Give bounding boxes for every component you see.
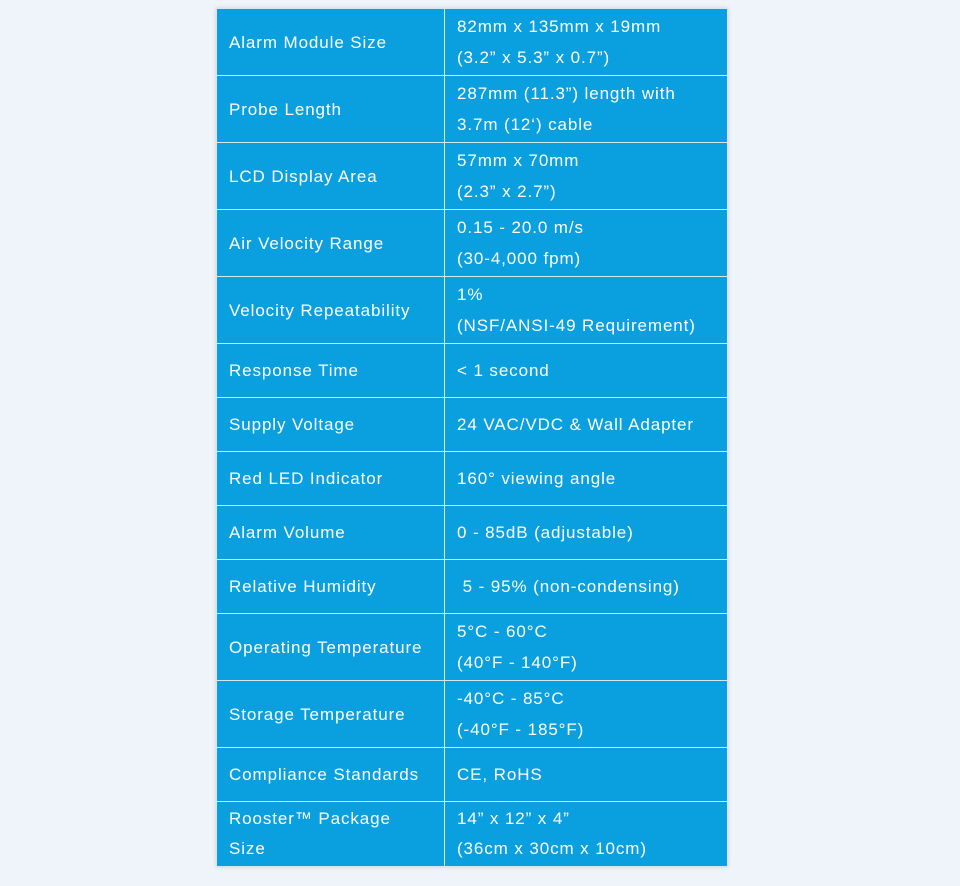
spec-value: -40°C - 85°C(-40°F - 185°F) <box>444 680 728 748</box>
spec-row-velocity-repeatability: Velocity Repeatability 1%(NSF/ANSI-49 Re… <box>216 276 728 344</box>
spec-label: Air Velocity Range <box>216 209 445 277</box>
spec-label: Operating Temperature <box>216 613 445 681</box>
spec-value: 57mm x 70mm(2.3” x 2.7”) <box>444 142 728 210</box>
spec-row-operating-temperature: Operating Temperature 5°C - 60°C(40°F - … <box>216 613 728 681</box>
spec-label: LCD Display Area <box>216 142 445 210</box>
spec-row-air-velocity-range: Air Velocity Range 0.15 - 20.0 m/s(30-4,… <box>216 209 728 277</box>
spec-row-lcd-display-area: LCD Display Area 57mm x 70mm(2.3” x 2.7”… <box>216 142 728 210</box>
spec-row-relative-humidity: Relative Humidity 5 - 95% (non-condensin… <box>216 559 728 614</box>
spec-label: Relative Humidity <box>216 559 445 614</box>
spec-value: 24 VAC/VDC & Wall Adapter <box>444 397 728 452</box>
spec-value: 1%(NSF/ANSI-49 Requirement) <box>444 276 728 344</box>
spec-label: Response Time <box>216 343 445 398</box>
spec-label: Compliance Standards <box>216 747 445 802</box>
spec-row-storage-temperature: Storage Temperature -40°C - 85°C(-40°F -… <box>216 680 728 748</box>
spec-value: 82mm x 135mm x 19mm(3.2” x 5.3” x 0.7”) <box>444 8 728 76</box>
spec-label: Alarm Module Size <box>216 8 445 76</box>
spec-label: Velocity Repeatability <box>216 276 445 344</box>
spec-label: Alarm Volume <box>216 505 445 560</box>
spec-row-supply-voltage: Supply Voltage 24 VAC/VDC & Wall Adapter <box>216 397 728 452</box>
spec-label: Probe Length <box>216 75 445 143</box>
spec-row-alarm-volume: Alarm Volume 0 - 85dB (adjustable) <box>216 505 728 560</box>
spec-row-red-led-indicator: Red LED Indicator 160° viewing angle <box>216 451 728 506</box>
spec-row-response-time: Response Time < 1 second <box>216 343 728 398</box>
spec-value: 5°C - 60°C(40°F - 140°F) <box>444 613 728 681</box>
spec-label: Supply Voltage <box>216 397 445 452</box>
spec-value: 160° viewing angle <box>444 451 728 506</box>
spec-label: Red LED Indicator <box>216 451 445 506</box>
spec-value: 0.15 - 20.0 m/s(30-4,000 fpm) <box>444 209 728 277</box>
spec-label: Storage Temperature <box>216 680 445 748</box>
spec-value: 14” x 12” x 4”(36cm x 30cm x 10cm) <box>444 801 728 867</box>
spec-value: CE, RoHS <box>444 747 728 802</box>
specifications-table: Alarm Module Size 82mm x 135mm x 19mm(3.… <box>216 8 728 867</box>
spec-value: 5 - 95% (non-condensing) <box>444 559 728 614</box>
spec-value: 0 - 85dB (adjustable) <box>444 505 728 560</box>
spec-row-compliance-standards: Compliance Standards CE, RoHS <box>216 747 728 802</box>
spec-row-alarm-module-size: Alarm Module Size 82mm x 135mm x 19mm(3.… <box>216 8 728 76</box>
spec-value: < 1 second <box>444 343 728 398</box>
